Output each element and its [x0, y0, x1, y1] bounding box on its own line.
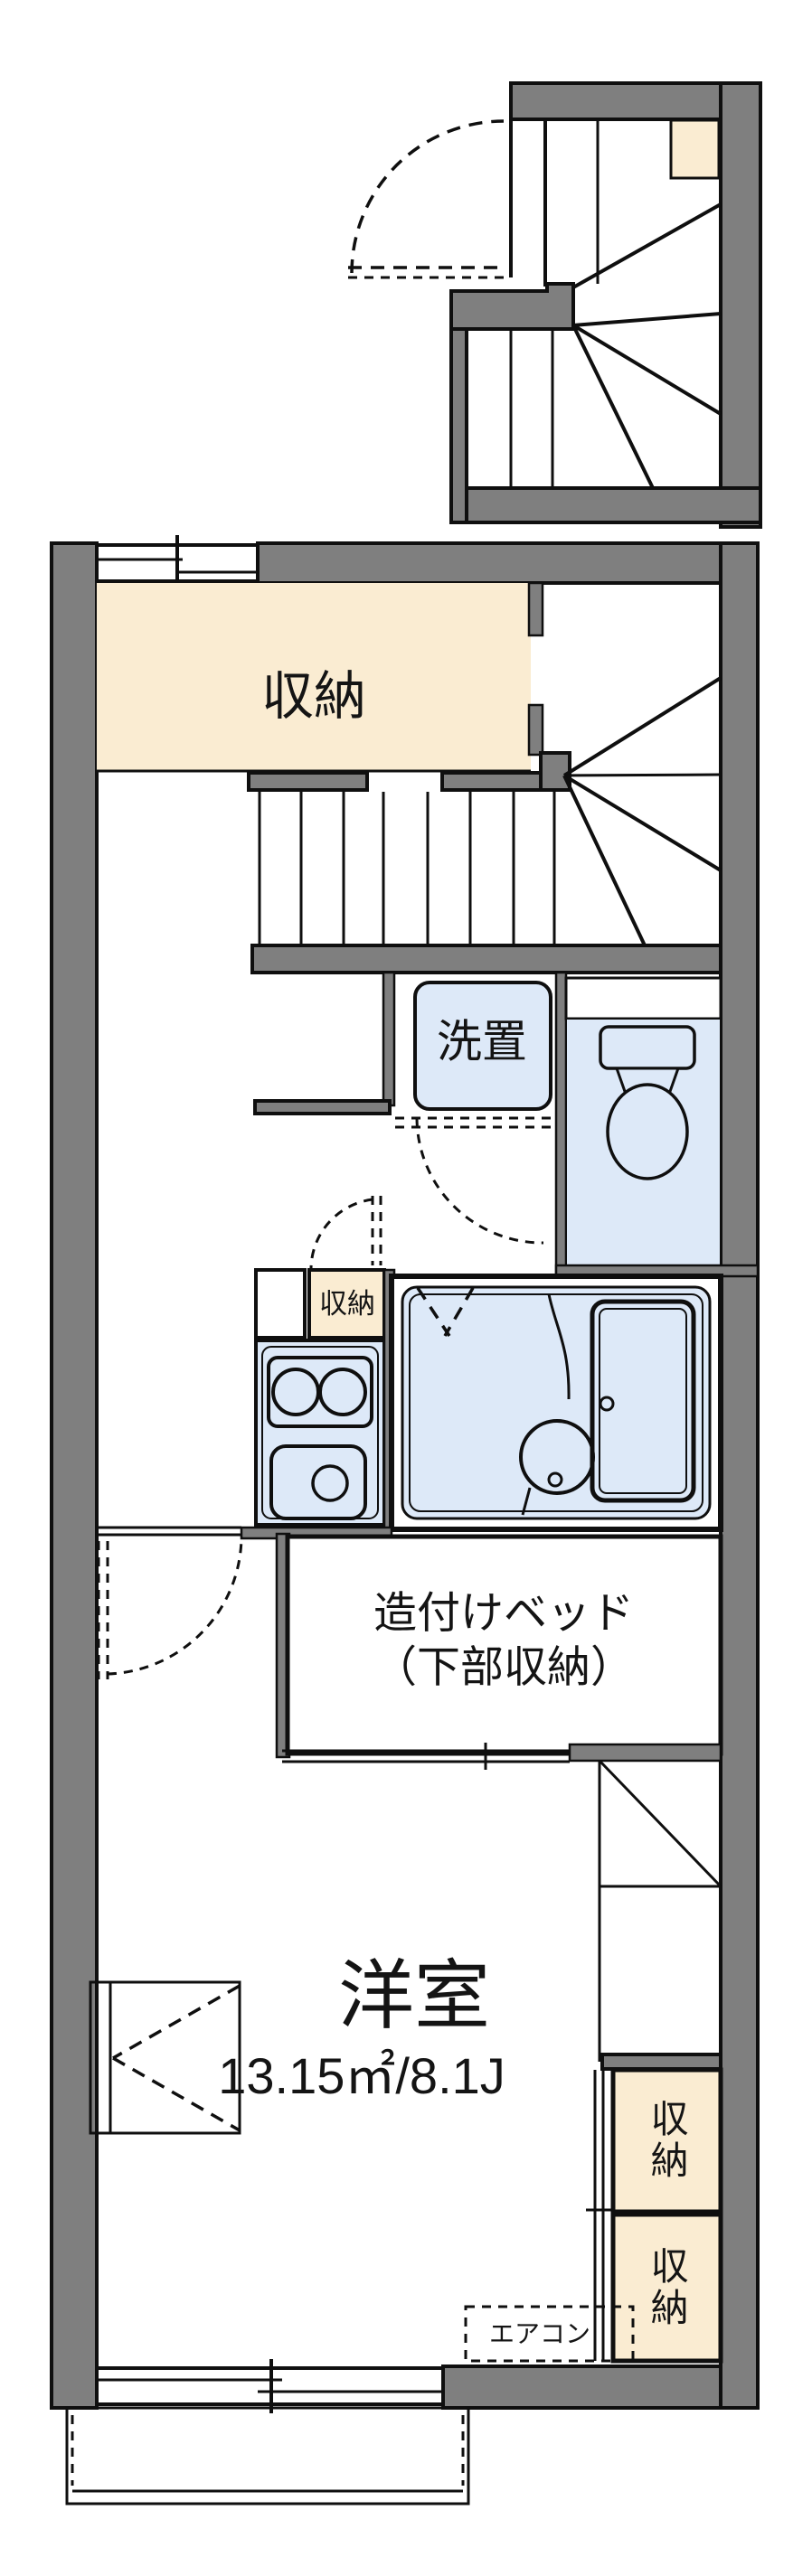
bed-label-line1: 造付けベッド [373, 1589, 635, 1638]
wall-storage [586, 2053, 723, 2364]
bathroom [389, 1274, 723, 1532]
staircase [250, 676, 722, 974]
shoe-cabinet [669, 118, 721, 180]
toilet-room [554, 971, 760, 1278]
window-bottom [97, 2359, 445, 2413]
sink-drain [311, 1464, 349, 1502]
washer-space [253, 971, 554, 1269]
hall-door-swing [309, 1198, 373, 1269]
overhead-cabinet [89, 1980, 241, 2135]
toilet-tank [599, 1025, 696, 1070]
aircon-box [464, 2305, 635, 2363]
wall-storage-bottom-label: 収納 [646, 2246, 689, 2329]
bed-label-line2: （下部収納） [373, 1643, 635, 1692]
stove [267, 1356, 373, 1428]
kitchen-storage-box [307, 1268, 386, 1340]
room-area-label: 13.15㎡/8.1J [218, 2047, 505, 2105]
washing-machine-pan [413, 981, 552, 1111]
balcony [65, 2406, 470, 2505]
side-counter [598, 1759, 722, 2062]
tub-handle [599, 1396, 615, 1412]
toilet-bowl [606, 1083, 689, 1180]
counter-space [254, 1268, 307, 1340]
wall-storage-top [610, 2067, 723, 2214]
washroom-door-swing [415, 1117, 544, 1245]
sink [269, 1444, 367, 1520]
wall-storage-top-label: 収納 [646, 2099, 689, 2182]
room-name-label: 洋室 [337, 1952, 491, 2038]
aircon-label: エアコン [488, 2319, 591, 2348]
storage-main-label: 収納 [260, 667, 367, 727]
wash-basin [519, 1419, 595, 1495]
built-in-bed [275, 1532, 723, 1770]
burner-right [318, 1368, 367, 1416]
entrance-door-swing [350, 119, 505, 274]
bath-door [416, 1287, 451, 1337]
entrance-stairwell [348, 81, 762, 529]
wall-storage-bottom [610, 2212, 723, 2364]
bathtub [590, 1299, 696, 1503]
storage-room-main [97, 583, 555, 792]
washer-space-label: 洗置 [437, 1016, 527, 1067]
kitchen-storage-label: 収納 [319, 1287, 375, 1320]
landing-partition [527, 581, 571, 792]
room-door-swing [107, 1536, 243, 1676]
